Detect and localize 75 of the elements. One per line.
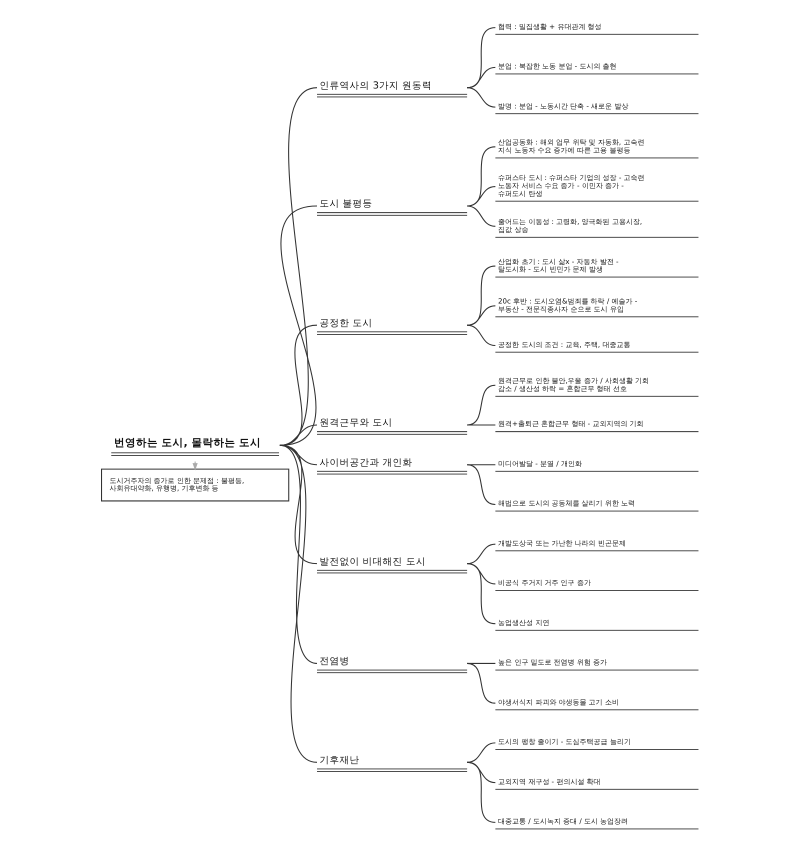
node-label: 전염병 xyxy=(320,656,350,668)
node-label: 분업 : 복잡한 노동 분업 - 도시의 출현 xyxy=(498,62,617,71)
node-label: 도시 불평등 xyxy=(320,198,373,210)
node-label: 기후재난 xyxy=(320,755,360,766)
node-label: 도시의 팽창 줄이기 - 도심주택공급 늘리기 xyxy=(498,737,631,746)
node-label: 발명 : 분업 - 노동시간 단축 - 새로운 발상 xyxy=(498,101,628,110)
node-label: 번영하는 도시, 몰락하는 도시 xyxy=(114,436,261,449)
connector xyxy=(467,742,496,763)
node-box xyxy=(495,236,698,238)
node-label: 20c 후반 : 도시오염&범죄률 하락 / 예술가 - 부동산 - 전문직종사자 순으로 도시 유입 xyxy=(498,296,638,314)
node-box xyxy=(495,828,698,830)
connector xyxy=(467,662,496,704)
node-label: 산업화 초기 : 도시 삶x - 자동차 발전 - 탈도시화 - 도시 빈민가 문제 발생 xyxy=(498,256,619,274)
node-label: 미디어발달 - 분열 / 개인화 xyxy=(498,458,582,468)
connector xyxy=(467,186,496,207)
node-label: 대중교통 / 도시녹지 증대 / 도시 농업장려 xyxy=(498,816,628,826)
connector xyxy=(467,563,496,624)
node-box xyxy=(495,510,698,512)
node-label: 사이버공간과 개인화 xyxy=(320,457,413,468)
connector xyxy=(467,324,496,346)
node-label: 공정한 도시의 조건 : 교육, 주택, 대중교통 xyxy=(498,340,630,349)
node-label: 높은 인구 밀도로 전염병 위험 증가 xyxy=(498,658,608,667)
connector xyxy=(467,205,496,227)
node-box xyxy=(495,113,698,114)
connector xyxy=(467,384,496,426)
connector xyxy=(467,563,496,584)
connector xyxy=(467,424,496,426)
node-box xyxy=(495,34,698,35)
node-label: 발전없이 비대해진 도시 xyxy=(320,556,426,568)
connector xyxy=(280,424,318,446)
node-label: 원격근무로 인한 불안,우울 증가 / 사회생활 기회 감소 / 생산성 하락 = 혼합근무 형태 선호 xyxy=(498,376,650,393)
connector xyxy=(467,305,496,326)
node-box xyxy=(495,749,698,750)
arrow xyxy=(192,462,198,470)
node-label: 농업생산성 지연 xyxy=(498,618,550,627)
node-box xyxy=(495,396,698,397)
node-box xyxy=(495,276,698,278)
connector xyxy=(467,87,496,108)
node-label: 개발도상국 또는 가난한 나라의 빈곤문제 xyxy=(498,538,626,548)
node-box xyxy=(495,550,698,552)
node-box xyxy=(495,788,698,790)
node-label: 교외지역 재구성 - 편의시설 확대 xyxy=(498,776,601,786)
node-label: 야생서식지 파괴와 야생동물 고기 소비 xyxy=(498,697,619,706)
node-box xyxy=(495,157,698,158)
connector xyxy=(280,324,318,446)
node-label: 줄어드는 이동성 : 고령화, 양극화된 고용시장, 집값 상승 xyxy=(498,217,642,234)
connector xyxy=(467,27,496,88)
node-box xyxy=(495,316,698,318)
connector xyxy=(467,762,496,823)
node-label: 인류역사의 3가지 원동력 xyxy=(320,80,432,92)
node-label: 슈퍼스타 도시 : 슈퍼스타 기업의 성장 - 고숙련 노동자 서비스 수요 증가 - 이민자 증가 - 슈퍼도시 탄생 xyxy=(498,172,645,198)
node-box: 도시거주자의 증가로 인한 문제점 : 불평등, 사회유대약화, 유행병, 기후변화 등 xyxy=(101,468,290,502)
connector xyxy=(467,464,496,505)
node-label: 원격근무와 도시 xyxy=(320,418,393,429)
node-label: 공정한 도시 xyxy=(320,318,373,329)
node-label: 해법으로 도시의 공동체를 살리기 위한 노력 xyxy=(498,498,636,508)
node-box xyxy=(495,200,698,202)
connector xyxy=(280,444,318,763)
connector xyxy=(467,464,496,466)
node-label: 산업공동화 : 해외 업무 위탁 및 자동화, 고숙련 지식 노동자 수요 증가에 따른 고용 불평등 xyxy=(498,138,644,154)
node-box xyxy=(495,630,698,631)
node-box xyxy=(495,709,698,710)
connector xyxy=(280,87,318,446)
connector xyxy=(467,266,496,326)
node-box xyxy=(495,590,698,591)
node-label: 비공식 주거지 거주 인구 증가 xyxy=(498,578,591,588)
node-label: 원격+출퇴근 혼합근무 형태 - 교외지역의 기회 xyxy=(498,419,644,428)
connector xyxy=(280,205,318,446)
node-label: 협력 : 밀집생활 + 유대관계 형성 xyxy=(498,22,602,31)
connector xyxy=(467,544,496,564)
node-box xyxy=(495,470,698,472)
connector xyxy=(467,146,496,207)
connector xyxy=(467,66,496,88)
node-box xyxy=(495,431,698,432)
node-box xyxy=(495,352,698,353)
